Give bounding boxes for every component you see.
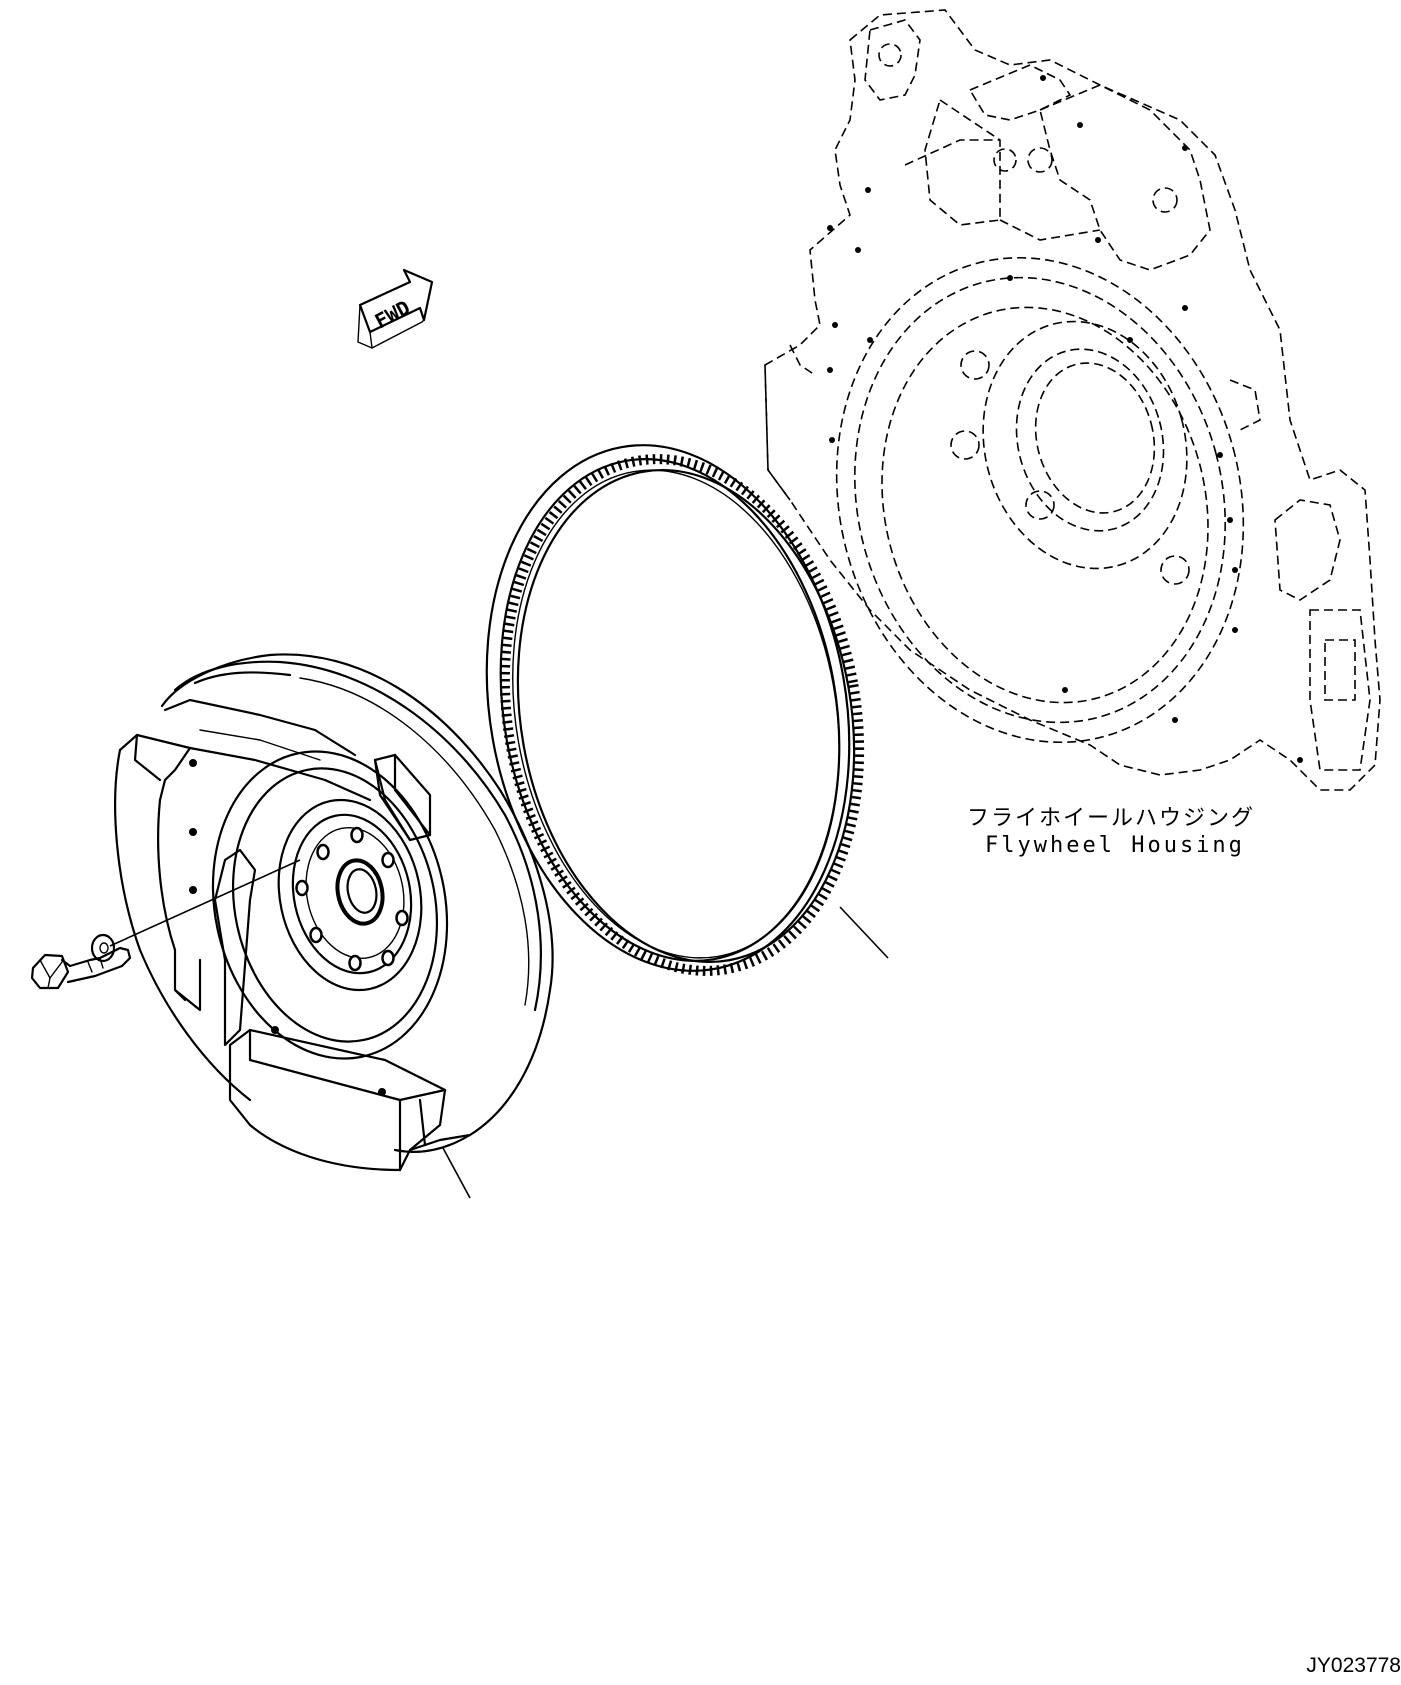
flywheel: [114, 653, 554, 1172]
ring-gear-teeth: [499, 454, 865, 976]
flywheel-housing-phantom: [764, 9, 1381, 791]
flywheel-leader-line: [442, 1147, 471, 1199]
ring-gear-leader-line: [839, 906, 889, 959]
mounting-bolt: [30, 946, 132, 990]
flywheel-housing-label-en: Flywheel Housing: [985, 833, 1245, 858]
bolt-axis-line: [109, 859, 301, 947]
washer: [90, 933, 116, 963]
drawing-id: JY023778: [1306, 1654, 1401, 1677]
fwd-direction-arrow: FWD: [357, 268, 434, 349]
flywheel-housing-label-ja: フライホイールハウジング: [967, 806, 1256, 831]
ring-gear: [485, 444, 865, 976]
